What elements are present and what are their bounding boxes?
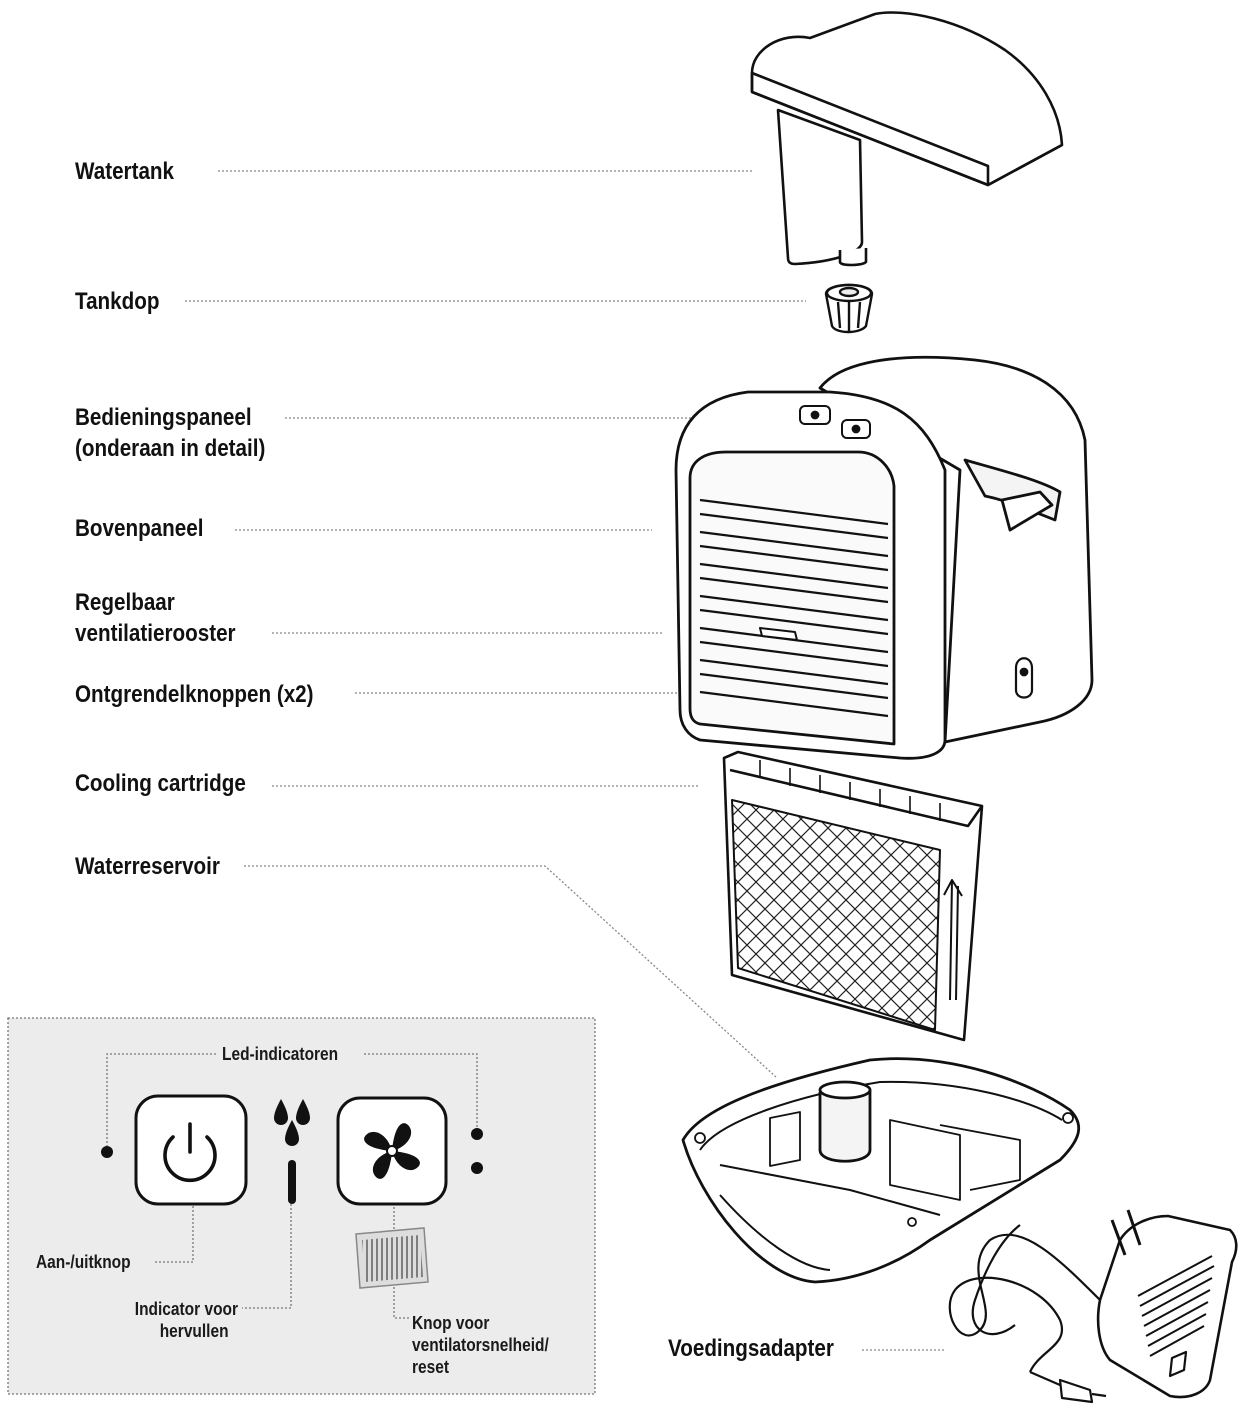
cooling-cartridge-drawing [722, 750, 984, 1042]
filter-swatch-icon [355, 1227, 429, 1289]
fan-icon [336, 1096, 448, 1206]
label-knop-line1: Knop voor [412, 1313, 490, 1333]
main-body-drawing [674, 355, 1094, 760]
control-panel-detail [7, 1017, 596, 1395]
label-bovenpaneel: Bovenpaneel [75, 515, 204, 542]
tankdop-drawing [824, 283, 874, 334]
label-cooling-cartridge: Cooling cartridge [75, 770, 246, 797]
label-led-indicatoren: Led-indicatoren [222, 1044, 339, 1064]
label-aan-uitknop: Aan-/uitknop [36, 1252, 131, 1272]
waterreservoir-drawing [681, 1057, 1080, 1284]
label-voedingsadapter: Voedingsadapter [668, 1335, 834, 1362]
label-regelbaar-ventilatierooster: Regelbaar ventilatierooster [75, 587, 236, 649]
label-bedieningspaneel-line2: (onderaan in detail) [75, 435, 266, 462]
label-regelbaar-line1: Regelbaar [75, 589, 175, 616]
label-bedieningspaneel-line1: Bedieningspaneel [75, 404, 252, 431]
label-indicator-line2: hervullen [159, 1321, 229, 1341]
power-icon [134, 1094, 248, 1206]
label-regelbaar-line2: ventilatierooster [75, 620, 236, 647]
label-bedieningspaneel: Bedieningspaneel (onderaan in detail) [75, 402, 265, 464]
label-indicator-hervullen: Indicator voor hervullen [116, 1298, 238, 1342]
label-indicator-line1: Indicator voor [134, 1299, 238, 1319]
label-knop-line2: ventilatorsnelheid/ [412, 1335, 549, 1355]
voedingsadapter-drawing [948, 1209, 1238, 1404]
leader-lines [185, 170, 1005, 1351]
water-drops-icon [274, 1099, 310, 1204]
label-knop-line3: reset [412, 1357, 450, 1377]
label-waterreservoir: Waterreservoir [75, 853, 220, 880]
watertank-drawing [750, 11, 1064, 267]
label-tankdop: Tankdop [75, 288, 160, 315]
label-watertank: Watertank [75, 158, 175, 185]
label-ontgrendelknoppen: Ontgrendelknoppen (x2) [75, 681, 314, 708]
label-knop-ventilatorsnelheid: Knop voor ventilatorsnelheid/ reset [412, 1312, 549, 1378]
